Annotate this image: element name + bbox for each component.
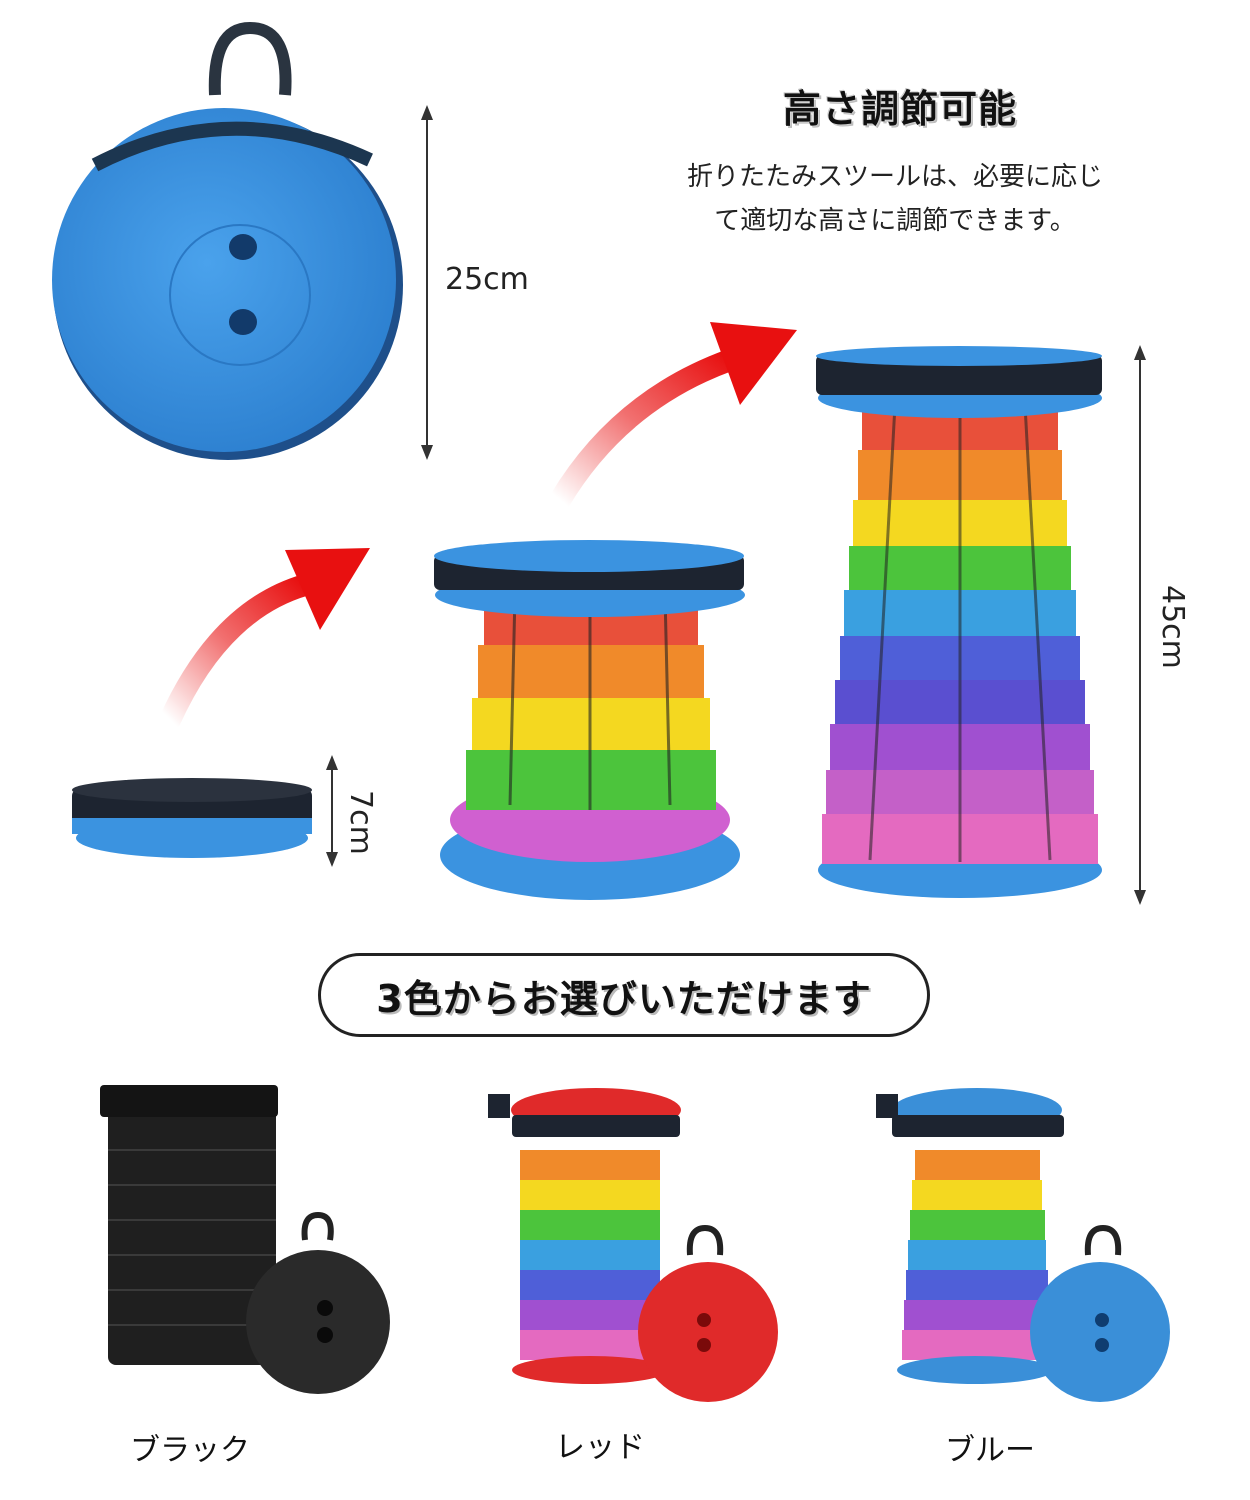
seat-disc-top-view (52, 21, 403, 460)
product-illustration (52, 21, 1146, 905)
folded-height-label: 7cm (343, 790, 378, 855)
diameter-label: 25cm (445, 262, 529, 297)
tall-stool (816, 346, 1102, 898)
red-arrow-1 (159, 548, 370, 731)
red-stool (488, 1088, 778, 1402)
headline: 高さ調節可能 (782, 87, 1017, 131)
color-choice-text: 3色からお選びいただけます (376, 976, 872, 1021)
blue-stool (876, 1088, 1170, 1402)
diameter-dimension-line (421, 105, 433, 460)
description: 折りたたみスツールは、必要に応じ て適切な高さに調節できます。 (640, 155, 1150, 243)
medium-stool (434, 540, 745, 900)
color-variants (100, 1085, 1170, 1402)
extended-dimension-line (1134, 345, 1146, 905)
color-label-red: レッド (555, 1430, 645, 1465)
description-line-2: て適切な高さに調節できます。 (714, 206, 1076, 236)
color-choice-banner: 3色からお選びいただけます (318, 953, 930, 1037)
color-label-black: ブラック (130, 1433, 250, 1468)
folded-stool (72, 778, 312, 858)
black-stool (100, 1085, 390, 1394)
description-line-1: 折りたたみスツールは、必要に応じ (686, 162, 1103, 192)
red-arrow-2 (549, 322, 797, 511)
color-label-blue: ブルー (945, 1433, 1035, 1468)
folded-dimension-line (326, 755, 338, 867)
extended-height-label: 45cm (1155, 585, 1190, 669)
